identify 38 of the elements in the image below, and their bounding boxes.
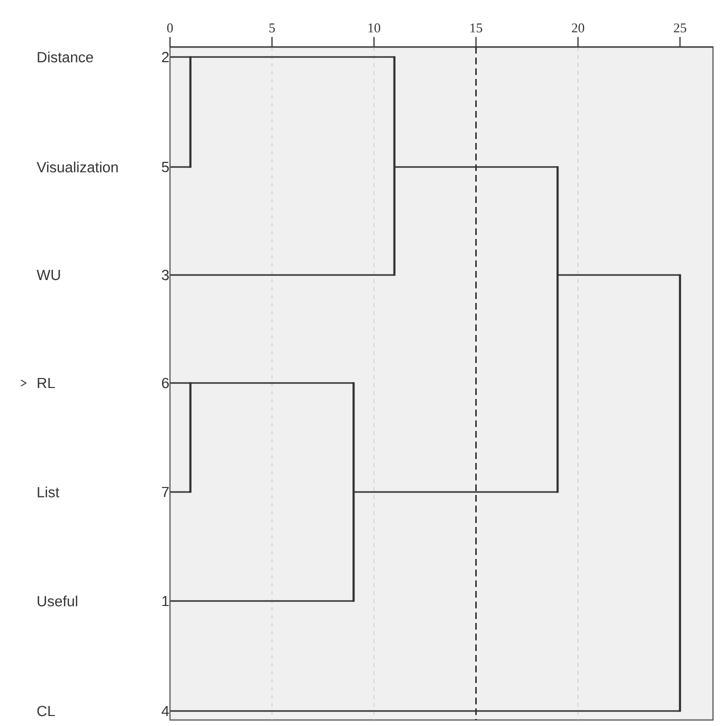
case-number: 5: [162, 162, 169, 172]
tick-label: 20: [572, 23, 584, 32]
case-number: 4: [162, 706, 169, 716]
dendrogram-link: [170, 600, 354, 602]
case-number: 1: [162, 596, 169, 606]
dendrogram-link: [190, 382, 354, 384]
leaf-label: List: [38, 486, 60, 498]
case-number: 3: [162, 270, 169, 280]
leaf-label: Useful: [38, 596, 78, 606]
dendrogram-link: [558, 274, 680, 276]
leaf-label: RL: [38, 378, 55, 388]
dendrogram-link: [354, 491, 558, 493]
merge-line: [189, 56, 192, 168]
tick-label: 15: [470, 23, 482, 32]
case-number: 2: [162, 52, 169, 62]
tick-label: 25: [674, 23, 686, 32]
dendrogram-link: [170, 56, 190, 58]
merge-line: [393, 56, 396, 276]
merge-line: [678, 274, 682, 712]
leaf-label: Distance: [38, 52, 93, 62]
dendrogram-link: [170, 382, 190, 384]
leaf-label: CL: [37, 706, 55, 716]
tick-label: 10: [368, 23, 380, 32]
case-number: 6: [162, 378, 169, 388]
dendrogram-link: [394, 166, 558, 168]
merge-line: [189, 382, 192, 493]
dendrogram-link: [170, 491, 190, 493]
dendrogram-link: [170, 710, 680, 712]
leaf-label: Visualization: [36, 162, 118, 172]
tick-label: 5: [269, 24, 275, 32]
dendrogram-link: [170, 274, 394, 276]
dendrogram-link: [190, 56, 394, 58]
merge-line: [352, 382, 355, 602]
tick-label: 0: [167, 23, 173, 32]
merge-line: [556, 166, 559, 493]
case-number: 7: [162, 486, 169, 498]
leaf-label: WU: [36, 270, 60, 280]
dendrogram-link: [170, 166, 190, 168]
